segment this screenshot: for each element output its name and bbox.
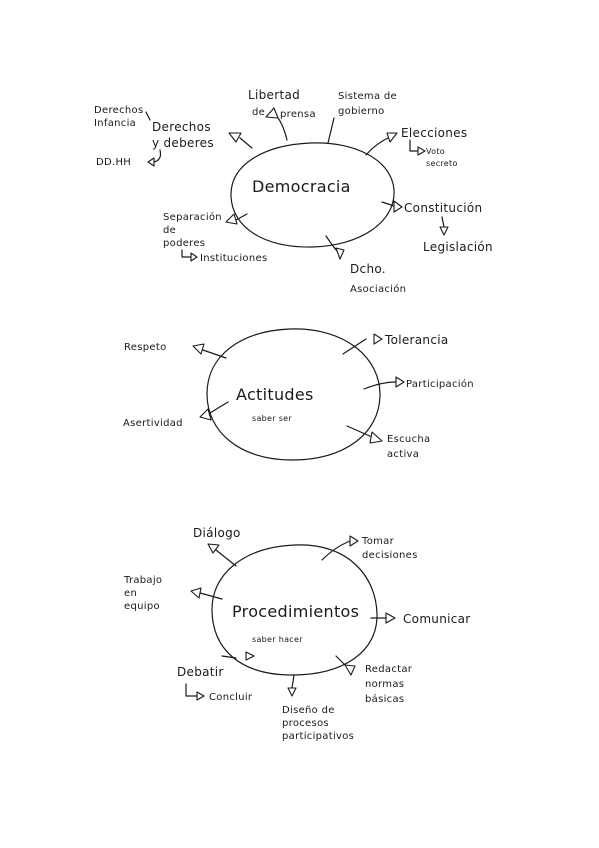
- arrowhead-derechos-deberes: [228, 132, 242, 143]
- connector-participacion: [363, 381, 397, 390]
- label-asociacion-1: Dcho.: [350, 262, 386, 276]
- procedimientos-ellipse: [211, 544, 378, 676]
- arrowhead-instituciones: [190, 252, 198, 262]
- label-derechos-deberes-1: Derechos: [152, 120, 211, 134]
- label-separacion-2: de: [163, 225, 176, 236]
- arrowhead-ddhh: [147, 157, 155, 167]
- label-diseno-2: procesos: [282, 718, 329, 729]
- connector-legislacion: [441, 216, 445, 228]
- label-dialogo: Diálogo: [193, 526, 241, 540]
- label-derechos-infancia-2: Infancia: [94, 118, 136, 129]
- connector-constitucion: [381, 201, 395, 207]
- label-diseno-3: participativos: [282, 731, 354, 742]
- connector-separacion: [235, 213, 248, 221]
- arrowhead-dialogo: [207, 543, 220, 554]
- connector-tolerancia: [342, 338, 367, 355]
- arrowhead-concluir: [196, 691, 205, 701]
- arrowhead-debatir: [245, 651, 255, 661]
- connector-debatir: [221, 655, 237, 659]
- connector-asertividad: [209, 401, 229, 414]
- label-respeto: Respeto: [124, 342, 167, 353]
- label-tomar-2: decisiones: [362, 550, 418, 561]
- label-redactar-3: básicas: [365, 693, 404, 705]
- label-diseno-1: Diseño de: [282, 705, 335, 716]
- label-legislacion: Legislación: [423, 240, 493, 254]
- connector-sistema: [327, 117, 335, 144]
- procedimientos-center-label: Procedimientos: [232, 602, 359, 621]
- connector-trabajo: [199, 592, 223, 600]
- label-derechos-infancia-1: Derechos: [94, 105, 143, 116]
- label-concluir: Concluir: [209, 692, 253, 703]
- arrowhead-constitucion: [393, 200, 403, 213]
- label-voto-1: Voto: [426, 147, 445, 156]
- arrowhead-escucha: [369, 431, 383, 444]
- connector-dialogo: [215, 549, 237, 567]
- connector-tomar: [321, 540, 351, 561]
- label-libertad-3: prensa: [280, 109, 316, 120]
- connector-concluir: [185, 683, 198, 697]
- label-separacion-3: poderes: [163, 238, 205, 249]
- connector-libertad: [277, 117, 288, 141]
- connector-diseno: [291, 674, 295, 689]
- connector-instituciones: [181, 249, 192, 258]
- label-trabajo-1: Trabajo: [123, 575, 162, 586]
- actitudes-map: Actitudes saber ser Respeto Tolerancia P…: [123, 328, 474, 461]
- label-escucha-2: activa: [387, 449, 419, 460]
- label-ddhh: DD.HH: [96, 157, 131, 168]
- actitudes-center-label: Actitudes: [236, 385, 314, 404]
- label-asertividad: Asertividad: [123, 418, 183, 429]
- arrowhead-diseno: [287, 687, 297, 697]
- label-sistema-1: Sistema de: [338, 91, 397, 102]
- label-asociacion-2: Asociación: [350, 283, 406, 295]
- democracia-ellipse: [230, 142, 395, 248]
- connector-respeto: [202, 349, 227, 359]
- arrowhead-separacion: [225, 213, 238, 225]
- label-derechos-deberes-2: y deberes: [152, 136, 214, 150]
- democracia-map: Democracia Derechos y deberes Derechos I…: [94, 88, 493, 295]
- arrowhead-participacion: [395, 376, 405, 388]
- arrowhead-trabajo: [190, 587, 202, 599]
- procedimientos-sub-label: saber hacer: [252, 635, 303, 644]
- actitudes-sub-label: saber ser: [252, 414, 292, 423]
- label-voto-2: secreto: [426, 159, 458, 168]
- label-participacion: Participación: [406, 378, 474, 390]
- label-sistema-2: gobierno: [338, 106, 385, 117]
- arrowhead-comunicar: [385, 612, 396, 624]
- actitudes-ellipse: [206, 328, 381, 461]
- connector-derechos-deberes: [239, 137, 253, 149]
- arrowhead-tomar: [349, 535, 359, 547]
- arrowhead-redactar: [344, 664, 356, 676]
- procedimientos-map: Procedimientos saber hacer Diálogo Tomar…: [123, 526, 471, 742]
- arrowhead-asertividad: [199, 408, 212, 421]
- label-trabajo-3: equipo: [124, 601, 160, 612]
- arrowhead-respeto: [192, 343, 205, 355]
- connector-escucha: [346, 425, 373, 438]
- label-elecciones: Elecciones: [401, 126, 467, 140]
- label-libertad-2: de: [252, 107, 265, 118]
- label-redactar-1: Redactar: [365, 664, 413, 675]
- connector-derechos-infancia: [145, 111, 151, 121]
- label-libertad-1: Libertad: [248, 88, 300, 102]
- connector-voto: [409, 139, 419, 152]
- label-escucha-1: Escucha: [387, 434, 430, 445]
- label-comunicar: Comunicar: [403, 612, 471, 626]
- label-instituciones: Instituciones: [200, 253, 267, 264]
- democracia-center-label: Democracia: [252, 177, 351, 196]
- arrowhead-asociacion: [335, 247, 345, 260]
- arrowhead-elecciones: [386, 132, 398, 143]
- arrowhead-voto: [417, 146, 426, 156]
- label-debatir: Debatir: [177, 665, 224, 679]
- label-separacion-1: Separación: [163, 211, 222, 223]
- label-tomar-1: Tomar: [361, 536, 395, 547]
- label-constitucion: Constitución: [404, 201, 482, 215]
- label-redactar-2: normas: [365, 679, 404, 690]
- label-trabajo-2: en: [124, 588, 137, 599]
- arrowhead-tolerancia: [373, 333, 383, 345]
- label-tolerancia: Tolerancia: [384, 333, 449, 347]
- arrowhead-libertad: [265, 107, 279, 119]
- arrowhead-legislacion: [439, 226, 449, 236]
- connector-elecciones: [365, 137, 389, 156]
